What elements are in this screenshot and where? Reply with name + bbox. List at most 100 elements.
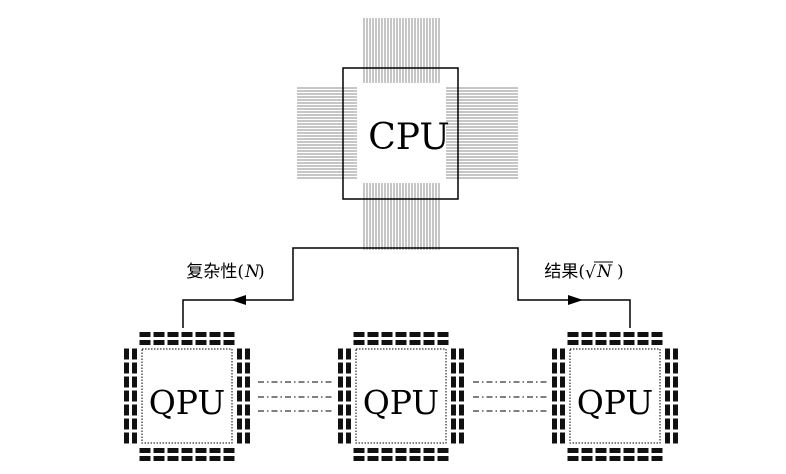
- qpu-pin: [245, 404, 250, 416]
- qpu-pin: [167, 332, 179, 337]
- qpu-pin: [552, 376, 557, 388]
- qpu-pin: [673, 390, 678, 402]
- qpu-pin: [665, 362, 670, 374]
- qpu-pin: [153, 448, 165, 453]
- qpu-pin: [623, 456, 635, 461]
- qpu-die: [569, 348, 661, 444]
- qpu-pin: [167, 448, 179, 453]
- qpu-pin: [560, 376, 565, 388]
- qpu-pin: [353, 340, 365, 345]
- cpu-package: [342, 67, 459, 200]
- qpu-pin: [195, 456, 207, 461]
- qpu-pin: [595, 340, 607, 345]
- qpu-pin: [567, 340, 579, 345]
- qpu-pin: [132, 418, 137, 430]
- arrow-left-icon: [231, 295, 246, 305]
- qpu-pin: [139, 340, 151, 345]
- qpu-pin: [139, 456, 151, 461]
- qpu-pin: [423, 340, 435, 345]
- qpu-pin: [223, 448, 235, 453]
- complexity-label: 复杂性( N ): [186, 262, 264, 282]
- qpu-pin: [346, 418, 351, 430]
- qpu-chip: QPU: [338, 332, 464, 461]
- qpu-pin: [552, 432, 557, 444]
- qpu-pin: [673, 418, 678, 430]
- qpu-pin: [609, 456, 621, 461]
- qpu-pin: [560, 404, 565, 416]
- qpu-pin: [338, 418, 343, 430]
- qpu-pin: [223, 456, 235, 461]
- qpu-pin: [353, 456, 365, 461]
- qpu-pin: [181, 456, 193, 461]
- qpu-pin: [595, 332, 607, 337]
- qpu-pin: [124, 404, 129, 416]
- qpu-pin: [132, 376, 137, 388]
- qpu-pin: [581, 448, 593, 453]
- qpu-pin: [552, 404, 557, 416]
- qpu-pin: [451, 404, 456, 416]
- qpu-pin: [346, 362, 351, 374]
- qpu-pin: [409, 332, 421, 337]
- qpu-pin: [437, 340, 449, 345]
- qpu-pin: [651, 448, 663, 453]
- qpu-pin: [665, 432, 670, 444]
- qpu-pin: [153, 332, 165, 337]
- qpu-die: [141, 348, 233, 444]
- qpu-pin: [209, 456, 221, 461]
- qpu-die: [355, 348, 447, 444]
- qpu-pins: [552, 332, 678, 461]
- qpu-pin: [338, 432, 343, 444]
- qpu-pin: [651, 456, 663, 461]
- qpu-pin: [132, 362, 137, 374]
- qpu-pin: [395, 340, 407, 345]
- qpu-pin: [637, 340, 649, 345]
- qpu-pin: [395, 456, 407, 461]
- sqrt-icon: √: [585, 263, 596, 283]
- qpu-pin: [651, 340, 663, 345]
- qpu-pin: [237, 348, 242, 360]
- qpu-pin: [181, 332, 193, 337]
- qpu-pin: [245, 376, 250, 388]
- qpu-pin: [381, 456, 393, 461]
- qpu-pin: [567, 332, 579, 337]
- qpu-pin: [353, 448, 365, 453]
- qpu-pin: [567, 448, 579, 453]
- result-label: 结果( √ N ): [544, 261, 624, 283]
- qpu-label: QPU: [577, 383, 654, 422]
- qpu-pin: [367, 340, 379, 345]
- qpu-pin: [560, 348, 565, 360]
- qpu-link-2-3: [473, 381, 548, 412]
- cpu-pins: [297, 18, 518, 250]
- qpu-pin: [223, 332, 235, 337]
- cpu-chip: CPU: [297, 18, 518, 250]
- qpu-pin: [167, 456, 179, 461]
- qpu-pin: [451, 418, 456, 430]
- qpu-pin: [459, 390, 464, 402]
- qpu-pin: [195, 448, 207, 453]
- qpu-pin: [245, 348, 250, 360]
- qpu-pin: [665, 404, 670, 416]
- qpu-pin: [459, 362, 464, 374]
- qpu-pin: [223, 340, 235, 345]
- qpu-pin: [132, 348, 137, 360]
- qpu-pin: [673, 404, 678, 416]
- qpu-pins: [124, 332, 250, 461]
- qpu-pin: [451, 362, 456, 374]
- qpu-pin: [237, 376, 242, 388]
- qpu-pin: [423, 456, 435, 461]
- qpu-pin: [552, 362, 557, 374]
- qpu-pin: [459, 404, 464, 416]
- qpu-pin: [609, 448, 621, 453]
- qpu-pin: [245, 390, 250, 402]
- qpu-pin: [237, 362, 242, 374]
- qpu-pin: [423, 332, 435, 337]
- qpu-pin: [560, 362, 565, 374]
- qpu-pin: [139, 332, 151, 337]
- qpu-pin: [673, 362, 678, 374]
- qpu-pin: [346, 376, 351, 388]
- qpu-pin: [459, 432, 464, 444]
- qpu-pin: [673, 432, 678, 444]
- qpu-pin: [381, 448, 393, 453]
- qpu-pin: [195, 332, 207, 337]
- qpu-pin: [237, 390, 242, 402]
